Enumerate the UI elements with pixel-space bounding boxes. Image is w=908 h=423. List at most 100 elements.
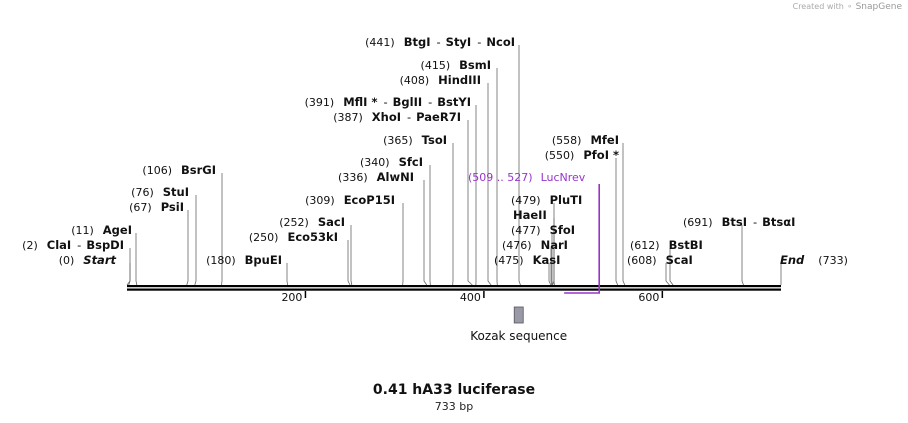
site-name: HaeII bbox=[513, 208, 547, 222]
site-name: Eco53kI bbox=[287, 230, 338, 244]
site-line-eco53ki bbox=[347, 240, 351, 286]
site-label-agei[interactable]: (11) AgeI bbox=[71, 223, 132, 237]
site-position: (2) bbox=[22, 239, 38, 252]
site-position: (475) bbox=[494, 254, 524, 267]
site-label-end[interactable]: End (733) bbox=[780, 253, 848, 267]
site-name: BstBI bbox=[669, 238, 703, 252]
site-label-sfoi[interactable]: (477) SfoI bbox=[511, 223, 575, 237]
feature-kozak-box[interactable] bbox=[513, 306, 524, 324]
site-label-clai[interactable]: (2)ClaI-BspDI bbox=[22, 238, 124, 252]
site-line-bstbi bbox=[669, 248, 674, 286]
snapgene-logo-icon: ⚬ bbox=[846, 2, 854, 11]
site-label-hindiii[interactable]: (408)HindIII bbox=[400, 73, 481, 87]
name-separator: - bbox=[753, 215, 757, 229]
site-name: PluTI bbox=[550, 193, 583, 207]
site-name: SfoI bbox=[550, 223, 575, 237]
site-name: SfcI bbox=[399, 155, 423, 169]
site-label-pfoi[interactable]: (550) PfoI * bbox=[545, 148, 619, 162]
site-line-mfei bbox=[622, 143, 626, 286]
site-label-start[interactable]: (0) Start bbox=[59, 253, 117, 267]
site-position: (558) bbox=[552, 134, 582, 147]
site-line-kasi bbox=[548, 263, 552, 286]
site-label-scai[interactable]: (608)ScaI bbox=[627, 253, 693, 267]
site-line-scai bbox=[665, 263, 670, 286]
credit-prefix: Created with bbox=[792, 2, 844, 11]
site-name: StuI bbox=[163, 185, 189, 199]
site-name: BtgI bbox=[404, 35, 431, 49]
site-name: BsmI bbox=[459, 58, 491, 72]
site-position: (11) bbox=[71, 224, 94, 237]
site-position: (387) bbox=[333, 111, 363, 124]
site-label-sfci[interactable]: (340)SfcI bbox=[360, 155, 423, 169]
site-label-tsoi[interactable]: (365)TsoI bbox=[383, 133, 447, 147]
map-title: 0.41 hA33 luciferase bbox=[372, 382, 536, 398]
site-label-nari[interactable]: (476)NarI bbox=[502, 238, 568, 252]
site-name: EcoP15I bbox=[344, 193, 395, 207]
site-label-alwni[interactable]: (336) AlwNI bbox=[338, 170, 414, 184]
site-position: (479) bbox=[511, 194, 541, 207]
site-label-btgi[interactable]: (441)BtgI-StyI-NcoI bbox=[365, 35, 515, 49]
site-line-sfoi bbox=[551, 233, 553, 286]
site-name: End bbox=[780, 253, 805, 267]
ruler-ticks: 200 400 600 bbox=[281, 291, 664, 304]
site-label-pluti[interactable]: (479) PluTI bbox=[511, 193, 582, 207]
site-position: (365) bbox=[383, 134, 413, 147]
primer-lucnrev[interactable]: (509 .. 527)LucNrev bbox=[468, 171, 601, 294]
site-label-xhoi[interactable]: (387)XhoI-PaeR7I bbox=[333, 110, 461, 124]
site-line-stui bbox=[194, 195, 197, 286]
sequence-backbone[interactable] bbox=[127, 285, 781, 291]
name-separator: - bbox=[477, 35, 481, 49]
site-position: (733) bbox=[818, 254, 848, 267]
site-label-mfei[interactable]: (558)MfeI bbox=[552, 133, 619, 147]
site-label-stui[interactable]: (76)StuI bbox=[131, 185, 189, 199]
site-label-ecop15i[interactable]: (309) EcoP15I bbox=[305, 193, 395, 207]
site-line-xhoi bbox=[467, 120, 473, 286]
site-label-kasi[interactable]: (475)KasI bbox=[494, 253, 560, 267]
site-name: AgeI bbox=[103, 223, 132, 237]
site-position: (336) bbox=[338, 171, 368, 184]
site-position: (550) bbox=[545, 149, 575, 162]
credit-brand: SnapGene bbox=[855, 2, 902, 12]
site-label-mfli[interactable]: (391)MflI *-BglII-BstYI bbox=[305, 95, 471, 109]
site-label-saci[interactable]: (252)SacI bbox=[279, 215, 345, 229]
site-position: (250) bbox=[249, 231, 279, 244]
site-name: PfoI * bbox=[583, 148, 619, 162]
site-name: PsiI bbox=[161, 200, 184, 214]
site-line-clai bbox=[128, 248, 131, 286]
site-position: (477) bbox=[511, 224, 541, 237]
site-label-eco53ki[interactable]: (250) Eco53kI bbox=[249, 230, 338, 244]
site-line-psii bbox=[186, 210, 189, 286]
primer-range: (509 .. 527) bbox=[468, 171, 533, 184]
site-label-btsi[interactable]: (691)BtsI-BtsαI bbox=[683, 215, 795, 229]
site-name: StyI bbox=[446, 35, 472, 49]
site-name: Start bbox=[83, 253, 116, 267]
site-position: (67) bbox=[129, 201, 152, 214]
primer-arrow bbox=[564, 184, 601, 294]
tick-label: 400 bbox=[460, 291, 481, 304]
features: Kozak sequence bbox=[470, 306, 567, 343]
map-length: 733 bp bbox=[434, 400, 474, 413]
site-label-bstbi[interactable]: (612)BstBI bbox=[630, 238, 703, 252]
site-connector-lines bbox=[126, 45, 782, 286]
site-name: BstYI bbox=[437, 95, 471, 109]
site-position: (441) bbox=[365, 36, 395, 49]
primer-label: (509 .. 527)LucNrev bbox=[468, 171, 586, 184]
site-label-bpuei[interactable]: (180)BpuEI bbox=[206, 253, 282, 267]
name-separator: - bbox=[428, 95, 432, 109]
site-label-psii[interactable]: (67) PsiI bbox=[129, 200, 184, 214]
site-position: (309) bbox=[305, 194, 335, 207]
site-line-btgi bbox=[518, 45, 521, 286]
site-label-bsmi[interactable]: (415)BsmI bbox=[421, 58, 491, 72]
site-name: NarI bbox=[541, 238, 568, 252]
site-label-haeii[interactable]: HaeII bbox=[513, 208, 547, 222]
site-name: AlwNI bbox=[377, 170, 414, 184]
site-label-bsrgi[interactable]: (106)BsrGI bbox=[142, 163, 216, 177]
site-position: (0) bbox=[59, 254, 75, 267]
site-name: BglII bbox=[393, 95, 423, 109]
site-labels: (0) Start(2)ClaI-BspDI(11) AgeI (67) PsiI(76… bbox=[22, 35, 848, 267]
tick-label: 600 bbox=[638, 291, 659, 304]
site-line-alwni bbox=[423, 180, 428, 286]
tick-label: 200 bbox=[281, 291, 302, 304]
site-name: BspDI bbox=[86, 238, 124, 252]
